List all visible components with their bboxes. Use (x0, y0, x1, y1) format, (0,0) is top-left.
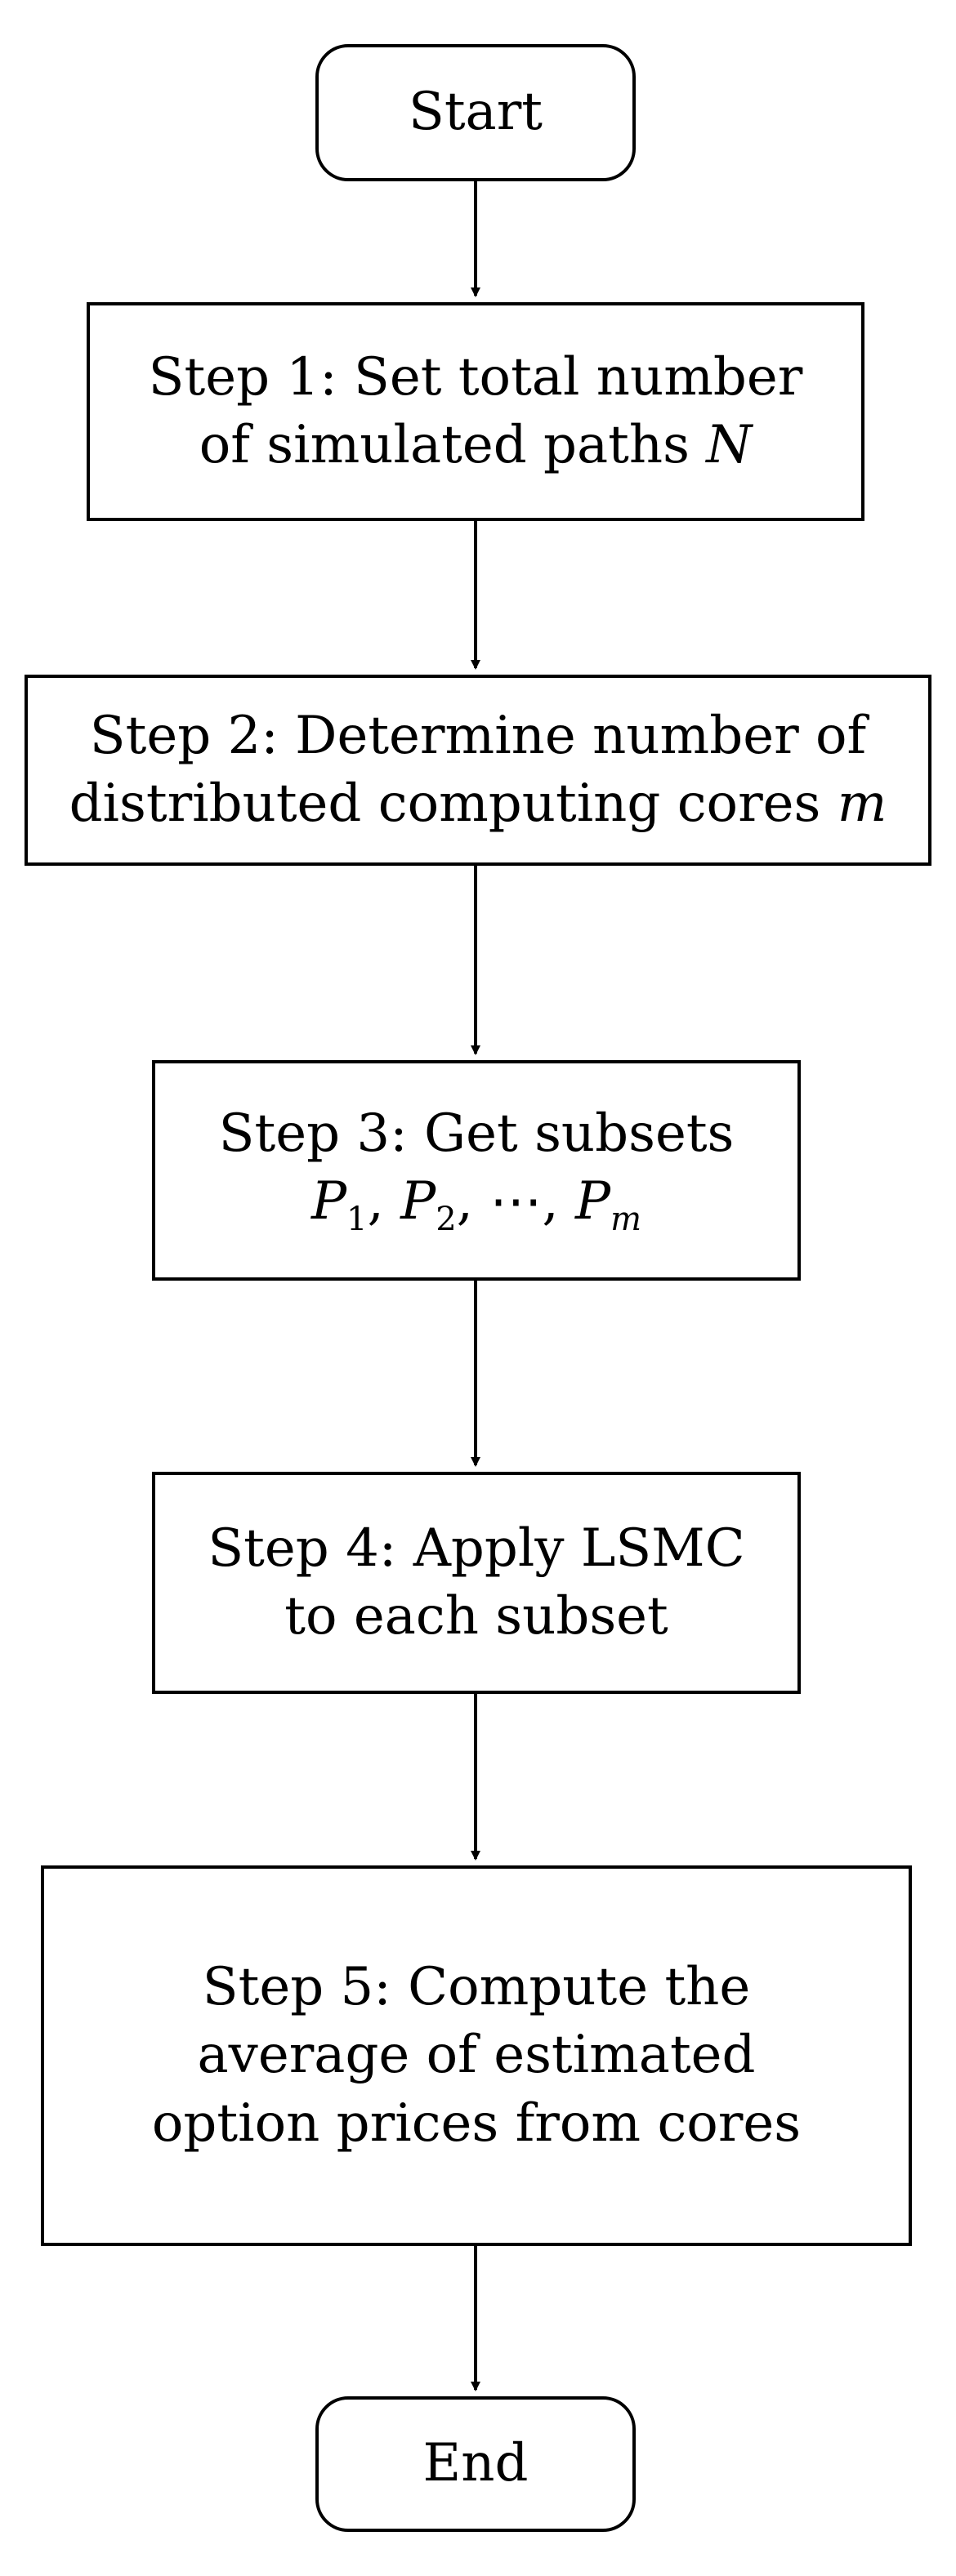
step1-line1: Step 1: Set total number (148, 346, 803, 408)
step1-box: Step 1: Set total number of simulated pa… (87, 302, 864, 521)
start-terminal: Start (315, 44, 636, 181)
start-label: Start (408, 82, 543, 143)
math-var-m: m (837, 773, 887, 834)
step4-line1: Step 4: Apply LSMC (208, 1518, 745, 1579)
math-var-n: N (706, 415, 753, 475)
step3-math-line: P1, P2, ⋯, Pm (310, 1171, 642, 1239)
step2-line1: Step 2: Determine number of (89, 705, 867, 766)
step2-line2: distributed computing cores m (69, 773, 887, 834)
step3-line1: Step 3: Get subsets (218, 1103, 735, 1164)
step1-line2: of simulated paths N (199, 415, 753, 475)
step4-box: Step 4: Apply LSMC to each subset (152, 1472, 801, 1694)
end-label: End (422, 2433, 529, 2494)
step5-box: Step 5: Compute the average of estimated… (41, 1865, 912, 2246)
step3-box: Step 3: Get subsets P1, P2, ⋯, Pm (152, 1060, 801, 1281)
step4-line2: to each subset (284, 1586, 668, 1647)
step5-line2: average of estimated (197, 2025, 756, 2086)
step2-box: Step 2: Determine number of distributed … (25, 675, 931, 866)
end-terminal: End (315, 2396, 636, 2532)
step5-line3: option prices from cores (151, 2092, 802, 2154)
step5-line1: Step 5: Compute the (202, 1957, 751, 2018)
